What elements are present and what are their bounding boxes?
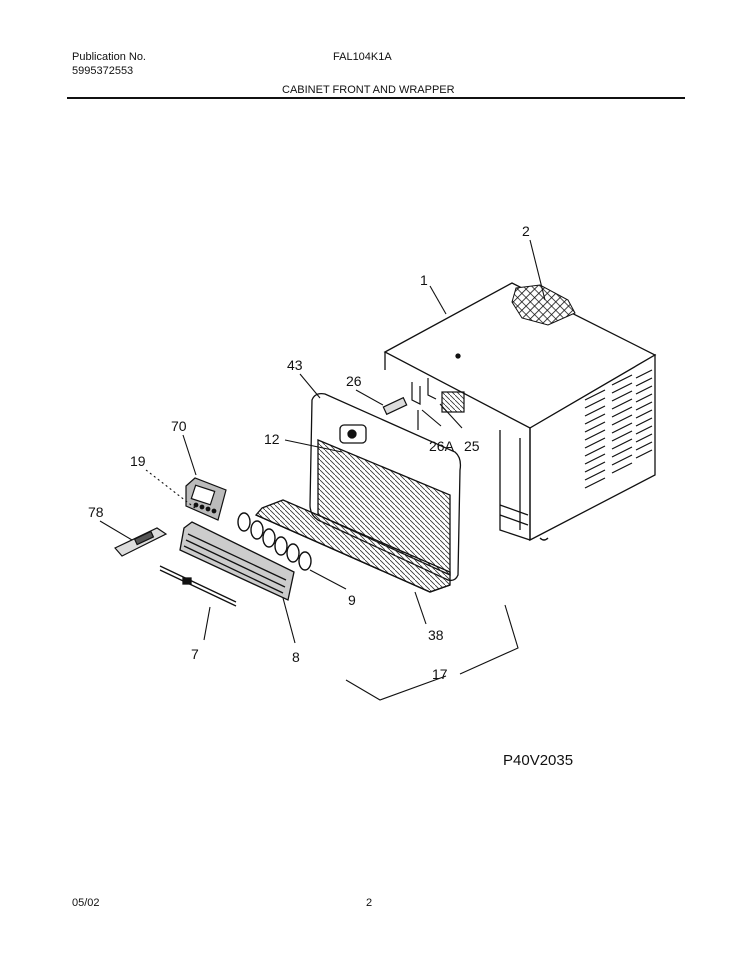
callout-25: 25	[464, 438, 480, 454]
callout-2: 2	[522, 223, 530, 239]
footer-date: 05/02	[72, 897, 100, 909]
front-panel	[309, 392, 462, 582]
header-rule	[67, 97, 685, 99]
callout-17: 17	[432, 666, 448, 682]
control-panel	[185, 477, 227, 521]
louver-discs	[237, 512, 312, 571]
callout-38: 38	[428, 627, 444, 643]
section-title: CABINET FRONT AND WRAPPER	[282, 84, 455, 96]
figure-code: P40V2035	[503, 752, 574, 769]
mesh-gasket	[511, 284, 576, 326]
callout-19: 19	[130, 453, 146, 469]
remote-control	[114, 527, 168, 557]
callout-26a: 26A	[429, 438, 455, 454]
callout-70: 70	[171, 418, 187, 434]
page-number: 2	[366, 897, 373, 909]
callout-8: 8	[292, 649, 300, 665]
discharge-grille	[179, 521, 295, 601]
callout-12: 12	[264, 431, 280, 447]
callout-43: 43	[287, 357, 303, 373]
leader-lines	[99, 239, 546, 701]
callout-9: 9	[348, 592, 356, 608]
drip-tray	[254, 499, 451, 593]
side-louvers	[584, 369, 653, 489]
model-number: FAL104K1A	[333, 51, 392, 63]
mounting-rail	[159, 565, 237, 607]
brackets	[382, 378, 465, 430]
publication-label: Publication No.	[72, 51, 146, 63]
publication-number: 5995372553	[72, 65, 134, 77]
callout-1: 1	[420, 272, 428, 288]
cabinet-wrapper	[383, 282, 657, 542]
callout-7: 7	[191, 646, 199, 662]
callout-78: 78	[88, 504, 104, 520]
callout-26: 26	[346, 373, 362, 389]
